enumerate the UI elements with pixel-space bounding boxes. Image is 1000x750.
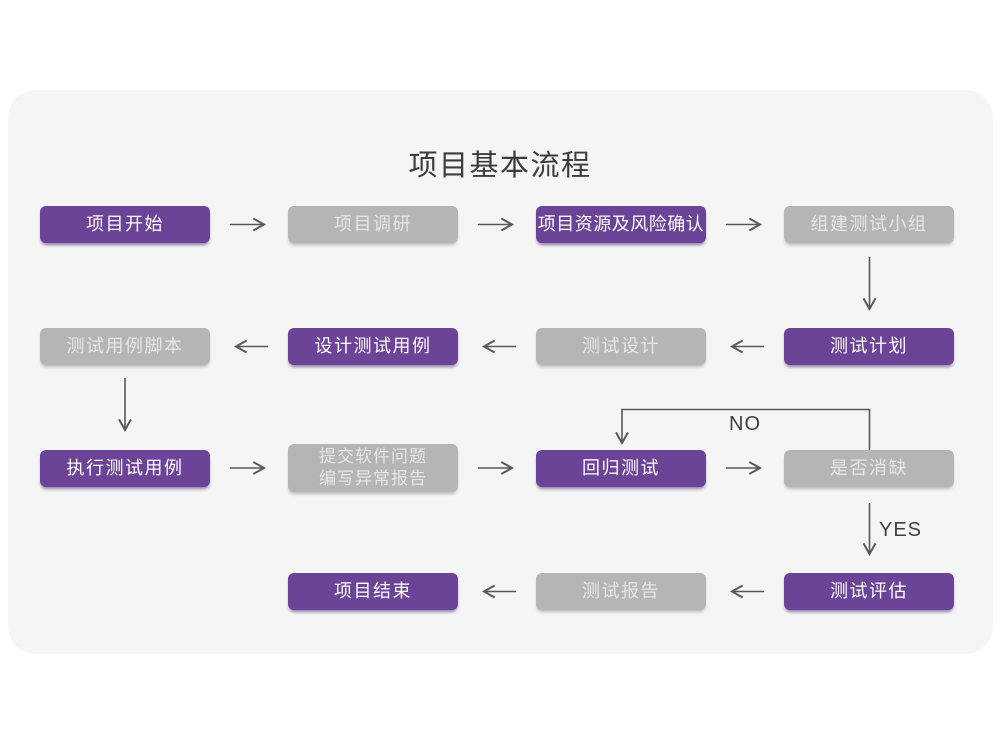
node-project-start: 项目开始 bbox=[40, 206, 210, 243]
page-title: 项目基本流程 bbox=[408, 150, 592, 182]
flowchart-card bbox=[8, 90, 993, 654]
node-run-cases: 执行测试用例 bbox=[40, 450, 210, 487]
node-submit-issues: 提交软件问题 编写异常报告 bbox=[288, 444, 458, 492]
node-test-plan: 测试计划 bbox=[784, 328, 954, 365]
node-project-end: 项目结束 bbox=[288, 573, 458, 610]
node-test-report: 测试报告 bbox=[536, 573, 706, 610]
node-submit-issues-line1: 提交软件问题 bbox=[319, 447, 427, 466]
node-design-cases: 设计测试用例 bbox=[288, 328, 458, 365]
node-test-eval: 测试评估 bbox=[784, 573, 954, 610]
node-regression: 回归测试 bbox=[536, 450, 706, 487]
node-case-script: 测试用例脚本 bbox=[40, 328, 210, 365]
node-test-design: 测试设计 bbox=[536, 328, 706, 365]
node-project-research: 项目调研 bbox=[288, 206, 458, 243]
node-build-team: 组建测试小组 bbox=[784, 206, 954, 243]
node-defect-cleared: 是否消缺 bbox=[784, 450, 954, 487]
edge-label-no: NO bbox=[729, 413, 761, 435]
node-submit-issues-line2: 编写异常报告 bbox=[319, 469, 427, 488]
node-resource-risk: 项目资源及风险确认 bbox=[536, 206, 706, 243]
edge-label-yes: YES bbox=[879, 519, 923, 541]
